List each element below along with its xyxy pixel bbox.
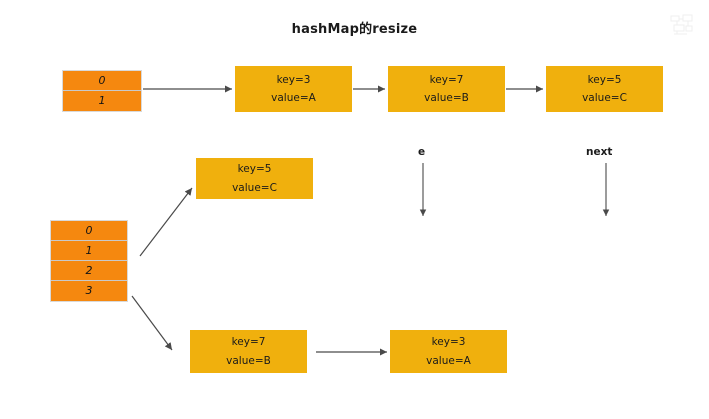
new-chain-bucket3-node-0-value: value=B xyxy=(226,354,271,367)
new-chain-bucket1-node-0-value: value=C xyxy=(232,181,277,194)
old-chain-node-2[interactable]: key=5 value=C xyxy=(546,66,663,112)
new-bucket-cell-3[interactable]: 3 xyxy=(51,281,127,301)
new-chain-bucket1-node-0-key: key=5 xyxy=(237,163,272,176)
old-chain-node-2-key: key=5 xyxy=(587,73,622,86)
old-chain-node-1-value: value=B xyxy=(424,92,469,104)
new-chain-bucket3-node-1[interactable]: key=3 value=A xyxy=(390,330,507,373)
new-bucket-cell-2[interactable]: 2 xyxy=(51,261,127,281)
new-chain-bucket3-node-0-key: key=7 xyxy=(231,336,266,349)
pointer-label-e: e xyxy=(418,146,426,158)
old-chain-node-2-value: value=C xyxy=(582,92,627,104)
old-chain-node-0-key: key=3 xyxy=(276,73,311,86)
old-bucket-table: 0 1 xyxy=(62,70,142,112)
old-bucket-cell-1[interactable]: 1 xyxy=(63,91,141,111)
arrow-newtable-bucket1-to-node xyxy=(139,187,193,257)
pointer-label-next: next xyxy=(586,146,613,158)
new-chain-bucket3-node-0[interactable]: key=7 value=B xyxy=(190,330,307,373)
new-chain-bucket3-node-1-key: key=3 xyxy=(431,336,466,349)
arrow-newtable-bucket3-to-node xyxy=(131,295,173,351)
old-bucket-cell-0[interactable]: 0 xyxy=(63,71,141,91)
new-bucket-cell-1[interactable]: 1 xyxy=(51,241,127,261)
new-bucket-table: 0 1 2 3 xyxy=(50,220,128,302)
page-title: hashMap的resize xyxy=(291,22,418,37)
old-chain-node-1-key: key=7 xyxy=(429,73,464,86)
new-chain-bucket1-node-0[interactable]: key=5 value=C xyxy=(196,158,313,199)
new-bucket-cell-0[interactable]: 0 xyxy=(51,221,127,241)
old-chain-node-0[interactable]: key=3 value=A xyxy=(235,66,352,112)
old-chain-node-0-value: value=A xyxy=(271,92,316,104)
old-chain-node-1[interactable]: key=7 value=B xyxy=(388,66,505,112)
new-chain-bucket3-node-1-value: value=A xyxy=(426,354,471,367)
